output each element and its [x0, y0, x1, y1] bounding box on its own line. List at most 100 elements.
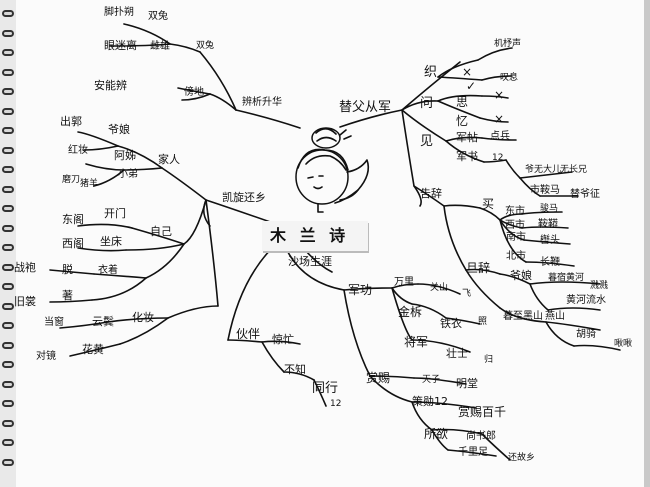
spiral-ring	[2, 361, 14, 368]
spiral-ring	[2, 205, 14, 212]
node-jiu-jiu: 啾啾	[614, 339, 633, 349]
node-a-zi: 阿姊	[114, 149, 136, 162]
spiral-ring	[2, 185, 14, 193]
spiral-ring	[2, 146, 14, 154]
node-guan-shan: 关山	[430, 283, 449, 293]
node-ci-xiong: 雌雄	[150, 41, 170, 52]
node-hong-zhuang: 红妆	[68, 145, 88, 156]
node-jin-tuo: 金柝	[398, 305, 423, 319]
node-mai: 买	[482, 197, 495, 211]
branch-label-bian: 辨析升华	[242, 97, 282, 108]
node-jiu-shang: 旧裳	[14, 295, 36, 308]
node-yi-zhuo: 衣着	[98, 265, 118, 276]
mark-ji-2: ✓	[466, 79, 477, 93]
node-jian: 见	[420, 134, 434, 149]
node-zhe: 著	[62, 289, 73, 302]
spiral-ring	[2, 127, 14, 134]
node-shang-shu-lang: 尚书郎	[466, 431, 496, 442]
note-chang-bian: 长鞭	[540, 257, 560, 268]
spiral-ring	[2, 380, 14, 388]
note-dian-bing: 点兵	[490, 131, 510, 142]
mark-wen-2: ×	[494, 112, 505, 126]
page-title: 木 兰 诗	[270, 226, 350, 245]
node-ye-niang-2: 爷娘	[108, 123, 130, 136]
node-ji: 织	[424, 65, 438, 80]
node-shi-an-ma: 市鞍马	[530, 185, 560, 196]
node-hua-zhuang: 化妆	[132, 311, 154, 324]
spiral-ring	[2, 302, 14, 310]
branch-label-cong-jun: 替父从军	[339, 100, 392, 115]
node-si: 思	[456, 95, 469, 109]
node-yun-bin: 云鬓	[92, 315, 114, 328]
title-banner	[262, 221, 368, 251]
node-wan-li: 万里	[394, 277, 414, 288]
mark-wen-1: ×	[494, 88, 505, 102]
node-mo-dao: 磨刀	[62, 175, 81, 185]
node-zhuang-shi: 壮士	[446, 347, 468, 360]
spiral-ring	[2, 244, 14, 251]
node-wen: 问	[420, 96, 434, 111]
node-bang-di: 傍地	[184, 87, 204, 98]
node-yan-mi-li: 眼迷离	[104, 39, 137, 52]
node-hua-huang: 花黄	[82, 343, 104, 356]
node-ye-niang: 爷娘	[510, 269, 532, 282]
node-ming-tang: 明堂	[456, 377, 478, 390]
node-gui: 归	[484, 355, 494, 365]
node-ce-xun: 策勋12	[412, 395, 448, 408]
node-huan-gu-xiang: 还故乡	[508, 453, 536, 463]
spiral-ring	[2, 88, 14, 95]
mark-ji-1: ×	[462, 65, 473, 79]
node-shang-ci: 赏赐	[366, 371, 391, 385]
node-mu-su-huang-he: 暮宿黄河	[548, 273, 585, 283]
node-mu-zhi-hei-shan: 暮至黑山	[503, 311, 543, 322]
node-jun-tie: 军帖	[456, 131, 478, 144]
note-ji-1: 机杼声	[494, 39, 522, 49]
node-jiang-jun: 将军	[404, 335, 429, 349]
note-12: 12	[492, 153, 504, 163]
node-dui-jing: 对镜	[36, 351, 56, 362]
node-dong-shi: 东市	[505, 206, 525, 217]
branch-label-gui-jia: 凯旋还乡	[222, 191, 266, 204]
node-dan-ci: 旦辞	[466, 261, 491, 275]
girl-drawing-icon	[295, 127, 370, 213]
spiral-ring	[2, 49, 14, 56]
node-nan-shi: 南市	[506, 232, 526, 243]
spiral-ring	[2, 263, 14, 271]
node-yi: 忆	[456, 114, 469, 128]
spiral-ring	[2, 419, 14, 427]
node-shuang-tu-1: 双兔	[148, 11, 168, 22]
node-dang-chuang: 当窗	[44, 317, 64, 328]
branch-label-zhan-chang: 沙场生涯	[288, 255, 332, 268]
node-yan-shan: 燕山	[545, 311, 565, 322]
node-liu-shui: 黄河流水	[566, 295, 606, 306]
node-zhan-pao: 战袍	[14, 261, 36, 274]
node-jian-jian: 溅溅	[590, 281, 609, 291]
node-chu-guo: 出郭	[60, 115, 82, 128]
node-wu-zhang-xiong: 无长兄	[560, 165, 588, 175]
spiral-ring	[2, 400, 14, 407]
node-tie-yi: 铁衣	[440, 317, 462, 330]
spiral-ring	[2, 322, 14, 329]
note-jun-ma: 骏马	[540, 204, 559, 214]
note-pei-tou: 辔头	[540, 235, 560, 246]
node-zhao: 照	[478, 317, 488, 327]
note-ji-2: 叹息	[500, 73, 519, 83]
node-bei-shi: 北市	[506, 251, 526, 262]
node-jun-shu: 军书	[456, 150, 478, 163]
node-tong-xing-12: 12	[330, 399, 342, 409]
node-tian-zi: 天子	[422, 375, 441, 385]
spiral-ring	[2, 224, 14, 232]
branch-label-tong-xing: 伙伴	[236, 327, 261, 341]
node-jia-ren: 家人	[158, 153, 180, 166]
spiral-binding	[0, 0, 16, 487]
node-tong-xing: 同行	[312, 381, 339, 396]
node-jiao-pu-shuo: 脚扑朔	[104, 7, 134, 18]
node-jun-gong: 军功	[348, 283, 373, 297]
node-bu-zhi: 不知	[284, 363, 306, 376]
spiral-ring	[2, 166, 14, 173]
spiral-ring	[2, 107, 14, 115]
node-tuo: 脱	[62, 263, 73, 276]
node-xiao-di: 小弟	[118, 169, 138, 180]
node-hu-qi: 胡骑	[576, 329, 596, 340]
spiral-ring	[2, 458, 14, 466]
